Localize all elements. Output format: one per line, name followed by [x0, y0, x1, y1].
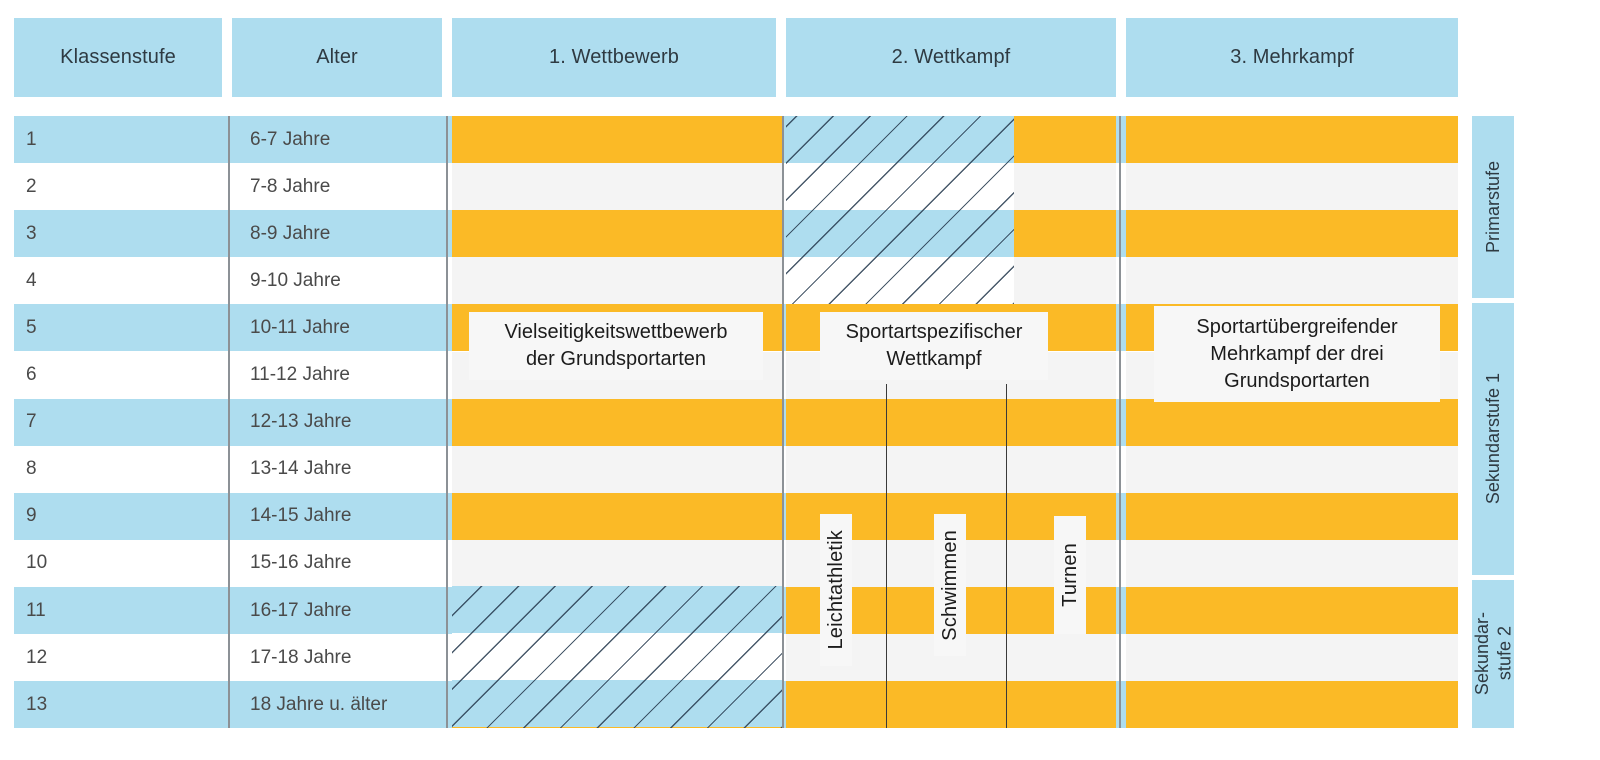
stripe-segment: [1126, 257, 1458, 305]
stripe-segment: [786, 398, 1116, 446]
stripe-segment: [1126, 634, 1458, 682]
plate-label: Vielseitigkeitswettbewerb der Grundsport…: [504, 321, 728, 370]
divider-discipline-2: [1006, 384, 1008, 728]
discipline-label: Schwimmen: [938, 529, 961, 641]
cell-klassenstufe: 7: [26, 411, 37, 433]
stripe-segment: [786, 445, 1116, 493]
stripe-segment: [1126, 398, 1458, 446]
header-label: Alter: [316, 46, 358, 68]
cell-alter: 9-10 Jahre: [250, 269, 341, 291]
header-alter: Alter: [232, 18, 442, 97]
stage-label: Sekundarstufe 1: [1482, 373, 1503, 505]
cell-alter: 17-18 Jahre: [250, 646, 352, 668]
header-label: 2. Wettkampf: [891, 46, 1011, 68]
header-label: 1. Wettbewerb: [549, 46, 679, 68]
discipline-label: Leichtathletik: [824, 530, 847, 650]
header-label: Klassenstufe: [60, 46, 176, 68]
stage-sekundarstufe-1: Sekundarstufe 1: [1472, 303, 1514, 575]
plate-turnen: Turnen: [1054, 516, 1086, 634]
cell-klassenstufe: 8: [26, 458, 37, 480]
stripe-segment: [1126, 210, 1458, 258]
plate-vielseitigkeitswettbewerb: Vielseitigkeitswettbewerb der Grundsport…: [469, 312, 763, 380]
stripe-segment: [452, 398, 782, 446]
divider-wettbewerb-wettkampf: [782, 116, 784, 728]
cell-alter: 18 Jahre u. älter: [250, 693, 388, 715]
stripe-segment: [1126, 539, 1458, 587]
plate-leichtathletik: Leichtathletik: [820, 514, 852, 666]
cell-klassenstufe: 12: [26, 646, 48, 668]
stripe-segment: [452, 539, 782, 587]
hatch-region-wettbewerb-lower: [452, 586, 782, 728]
cell-alter: 15-16 Jahre: [250, 552, 352, 574]
cell-klassenstufe: 3: [26, 222, 37, 244]
cell-klassenstufe: 5: [26, 316, 37, 338]
plate-sportartuebergreifender-mehrkampf: Sportartübergreifender Mehrkampf der dre…: [1154, 306, 1440, 402]
divider-wettkampf-mehrkampf: [1119, 116, 1121, 728]
stripe-segment: [1126, 116, 1458, 163]
cell-alter: 12-13 Jahre: [250, 411, 352, 433]
stripe-segment: [452, 257, 782, 305]
cell-klassenstufe: 9: [26, 505, 37, 527]
stage-label: Primarstufe: [1482, 160, 1503, 254]
cell-klassenstufe: 11: [26, 599, 46, 621]
cell-klassenstufe: 2: [26, 175, 37, 197]
cell-alter: 14-15 Jahre: [250, 505, 352, 527]
stripe-segment: [452, 210, 782, 258]
plate-label: Sportartspezifischer Wettkampf: [845, 321, 1023, 370]
stripe-segment: [1126, 445, 1458, 493]
divider-klasse-alter: [228, 116, 230, 728]
cell-alter: 10-11 Jahre: [250, 316, 350, 338]
stage-primarstufe: Primarstufe: [1472, 116, 1514, 298]
stripes-mehrkampf: [1126, 116, 1458, 728]
plate-sportartspezifischer-wettkampf: Sportartspezifischer Wettkampf: [820, 312, 1048, 380]
header-klassenstufe: Klassenstufe: [14, 18, 222, 97]
stripe-segment: [452, 116, 782, 163]
cell-klassenstufe: 13: [26, 693, 48, 715]
stripe-segment: [452, 492, 782, 540]
divider-discipline-1: [886, 384, 888, 728]
header-wettkampf: 2. Wettkampf: [786, 18, 1116, 97]
plate-schwimmen: Schwimmen: [934, 514, 966, 656]
stripe-segment: [786, 681, 1116, 728]
stage-label: Sekundar- stufe 2: [1471, 612, 1515, 696]
stripe-segment: [1126, 587, 1458, 634]
divider-alter-wettbewerb: [446, 116, 448, 728]
stripe-segment: [1126, 681, 1458, 728]
table-body: 1 6-7 Jahre 2 7-8 Jahre 3 8-9 Jahre 4 9-10 Jahr…: [14, 116, 1458, 729]
stripe-segment: [1126, 163, 1458, 211]
stripe-segment: [452, 163, 782, 211]
cell-alter: 7-8 Jahre: [250, 175, 331, 197]
cell-klassenstufe: 6: [26, 364, 37, 385]
cell-alter: 16-17 Jahre: [250, 599, 352, 621]
stripe-segment: [452, 445, 782, 493]
stage-sekundarstufe-2: Sekundar- stufe 2: [1472, 580, 1514, 728]
header-mehrkampf: 3. Mehrkampf: [1126, 18, 1458, 97]
stripe-segment: [1126, 492, 1458, 540]
cell-klassenstufe: 10: [26, 552, 48, 574]
cell-alter: 11-12 Jahre: [250, 364, 350, 385]
cell-alter: 8-9 Jahre: [250, 222, 331, 244]
cell-alter: 13-14 Jahre: [250, 458, 352, 480]
header-wettbewerb: 1. Wettbewerb: [452, 18, 776, 97]
cell-klassenstufe: 4: [26, 269, 37, 291]
hatch-region-wettkampf-upper: [786, 116, 1014, 304]
header-label: 3. Mehrkampf: [1230, 46, 1354, 68]
cell-klassenstufe: 1: [26, 128, 37, 150]
discipline-label: Turnen: [1058, 543, 1081, 607]
cell-alter: 6-7 Jahre: [250, 128, 331, 150]
plate-label: Sportartübergreifender Mehrkampf der dre…: [1196, 315, 1398, 392]
